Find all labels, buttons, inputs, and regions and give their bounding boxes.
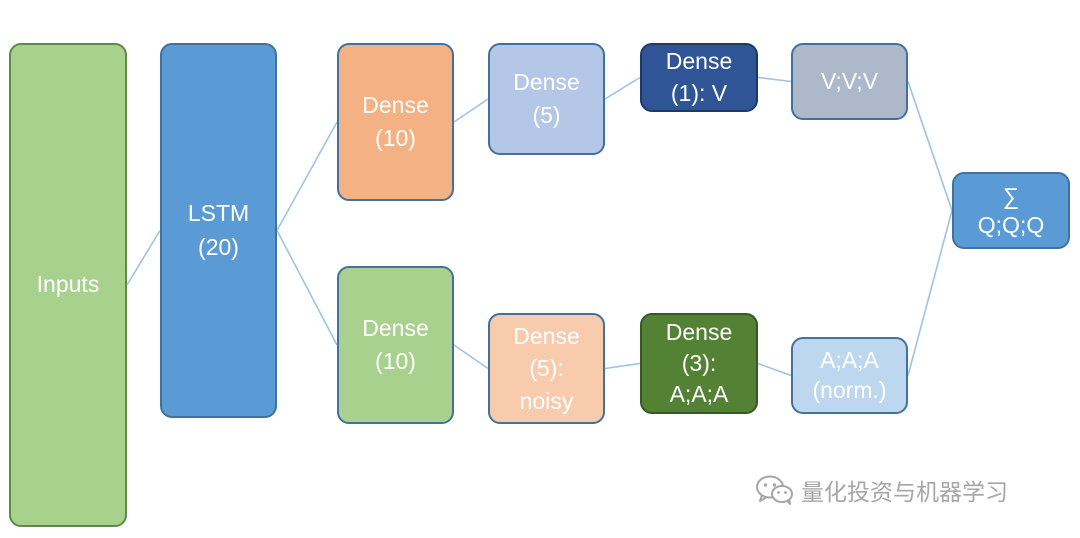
node-sum-q: ∑ Q;Q;Q [952, 172, 1070, 249]
node-dense-5-noisy-line-3: noisy [519, 387, 574, 414]
edge-dense5b-to-dense3a [604, 362, 641, 370]
node-dense-1-v-line-2: (1): V [670, 79, 728, 106]
node-dense-10-lower: Dense (10) [337, 266, 454, 424]
edge-vvv-to-sum [907, 81, 953, 211]
watermark: 量化投资与机器学习 [755, 472, 1008, 508]
node-dense-3-a-line-3: A;A;A [669, 381, 729, 408]
node-dense-10-upper: Dense (10) [337, 43, 454, 201]
node-dense-1-v: Dense (1): V [640, 43, 758, 112]
edge-lstm-to-dense10a [276, 121, 338, 231]
node-dense-10-lower-line-2: (10) [375, 348, 416, 374]
node-dense-5-upper-line-2: (5) [532, 102, 561, 128]
node-sum-q-line-2: Q;Q;Q [977, 211, 1045, 238]
edge-dense10a-to-dense5a [453, 98, 489, 123]
node-dense-5-noisy: Dense (5): noisy [488, 313, 605, 424]
node-sum-q-line-1: ∑ [1002, 182, 1020, 209]
node-aaa-norm-line-1: A;A;A [820, 346, 879, 373]
node-dense-5-noisy-line-1: Dense [513, 323, 580, 350]
node-aaa-norm-line-2: (norm.) [812, 376, 887, 403]
wechat-icon [756, 475, 793, 505]
node-inputs-line-1: Inputs [36, 271, 100, 298]
edge-dense5a-to-dense1v [604, 76, 641, 100]
node-dense-5-upper: Dense (5) [488, 43, 605, 155]
node-dense-3-a: Dense (3): A;A;A [640, 313, 758, 414]
node-lstm-line-1: LSTM [187, 200, 250, 227]
edge-dense1v-to-vvv [757, 76, 792, 83]
edge-dense10b-to-dense5b [453, 344, 489, 370]
node-lstm: LSTM (20) [160, 43, 277, 418]
node-dense-10-upper-line-2: (10) [375, 125, 416, 151]
node-dense-10-lower-line-1: Dense [362, 314, 429, 341]
node-inputs: Inputs [9, 43, 127, 527]
node-aaa-norm: A;A;A (norm.) [791, 337, 908, 414]
node-vvv: V;V;V [791, 43, 908, 120]
edge-lstm-to-dense10b [276, 230, 338, 346]
node-dense-3-a-line-2: (3): [681, 349, 717, 376]
edge-aaa-to-sum [907, 210, 953, 376]
node-lstm-line-2: (20) [198, 233, 239, 260]
watermark-text: 量化投资与机器学习 [801, 479, 1008, 505]
edge-dense3a-to-aaa [757, 362, 792, 377]
node-dense-10-upper-line-1: Dense [362, 91, 429, 118]
edge-inputs-to-lstm [126, 230, 161, 286]
node-dense-1-v-line-1: Dense [665, 48, 733, 75]
node-dense-3-a-line-1: Dense [665, 318, 733, 345]
node-dense-5-noisy-line-2: (5): [529, 355, 564, 382]
node-dense-5-upper-line-1: Dense [513, 68, 580, 95]
node-vvv-line-1: V;V;V [820, 67, 879, 94]
